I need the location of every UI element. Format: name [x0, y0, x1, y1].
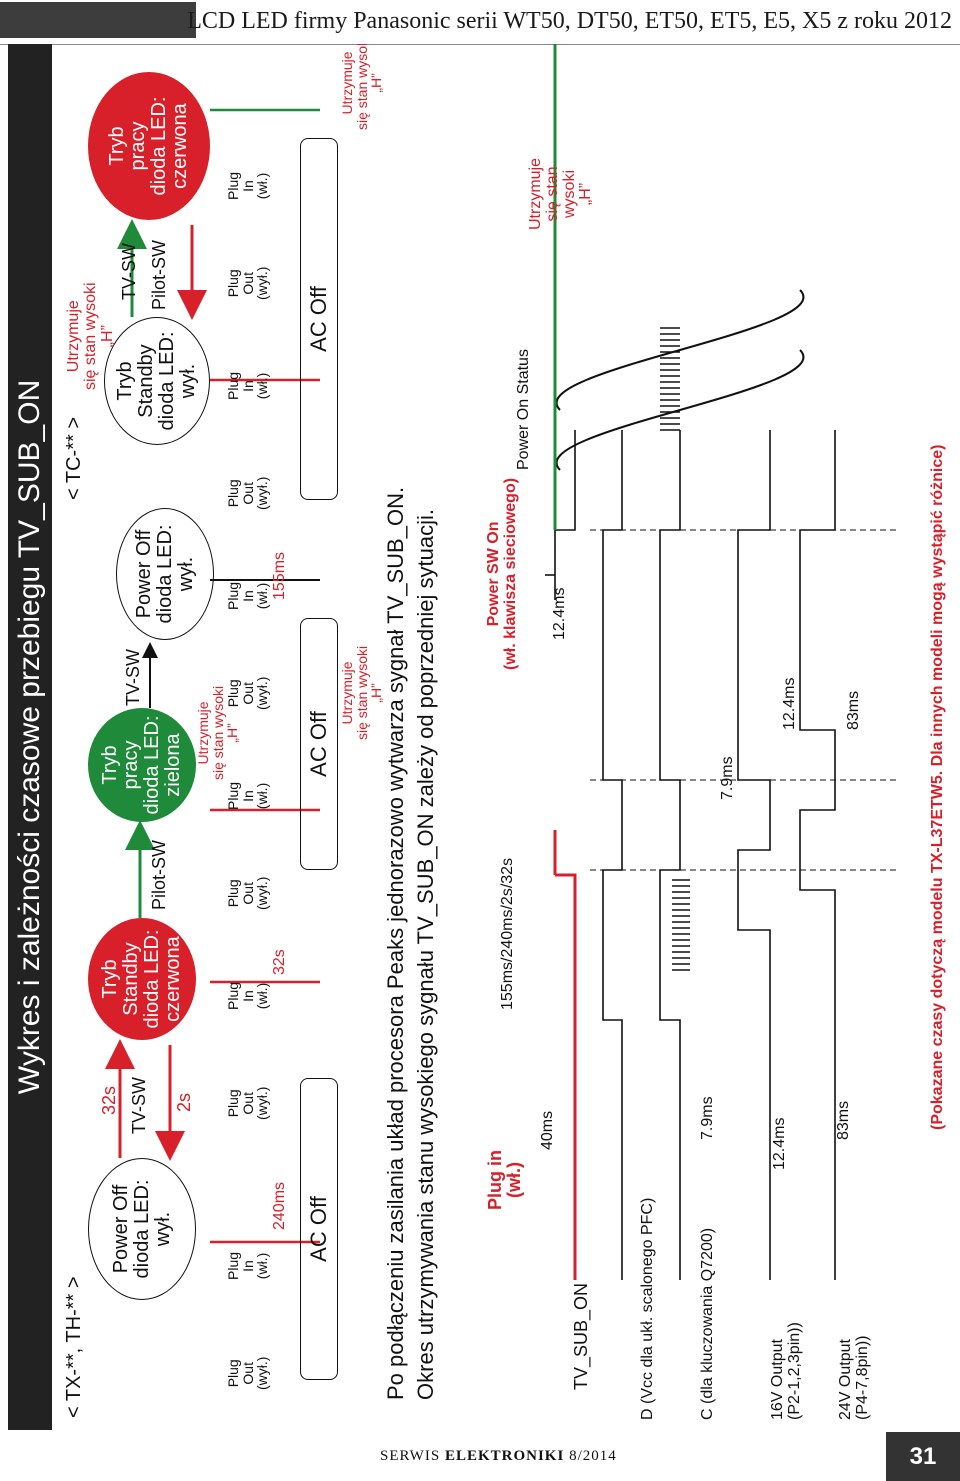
header-title: LCD LED firmy Panasonic serii WT50, DT50…	[187, 8, 952, 34]
timing-note: (Pokazane czasy dotyczą modelu TX-L37ETW…	[929, 444, 946, 1130]
page-header: LCD LED firmy Panasonic serii WT50, DT50…	[0, 0, 960, 45]
t-79b: 7.9ms	[719, 756, 736, 800]
rotated-figure-area: Wykres i zależności czasowe przebiegu TV…	[0, 44, 960, 1430]
label-tv-sw-3: TV-SW	[119, 243, 139, 300]
label-tv-sw-2: TV-SW	[123, 649, 143, 706]
sig-c: C (dla kluczowania Q7200)	[699, 1227, 716, 1420]
t-124b: 12.4ms	[551, 587, 568, 640]
plug-in-label: Plug in(wł.)	[485, 1150, 524, 1210]
paragraph-line-1: Po podłączeniu zasilania układ procesora…	[383, 486, 408, 1400]
seq-label: 155ms/240ms/2s/32s	[499, 857, 516, 1010]
ac-off-box-1: AC Off	[300, 1078, 338, 1380]
label-2s: 2s	[174, 1092, 194, 1112]
sig-tv-sub-on: TV_SUB_ON	[571, 1282, 591, 1390]
ac-off-box-3: AC Off	[300, 138, 338, 500]
plug-timeline	[210, 108, 320, 1244]
label-tv-sw: TV-SW	[129, 1077, 149, 1134]
ac-off-box-2: AC Off	[300, 618, 338, 870]
label-pilot-sw-3: Pilot-SW	[149, 239, 169, 310]
page-footer: SERWIS ELEKTRONIKI 8/2014 31	[0, 1430, 960, 1481]
label-pilot-sw: Pilot-SW	[149, 839, 169, 910]
diagram-lines	[105, 44, 900, 1280]
t-83b: 83ms	[845, 690, 862, 730]
sig-24v: 24V Output(P4-7,8pin))	[837, 1335, 871, 1420]
figure-canvas: Wykres i zależności czasowe przebiegu TV…	[0, 44, 960, 1430]
t-124a: 12.4ms	[771, 1117, 788, 1170]
page-number: 31	[886, 1432, 960, 1481]
power-status-label: Power On Status	[515, 349, 532, 470]
transition-arrows	[105, 219, 207, 1161]
label-32s: 32s	[99, 1085, 119, 1115]
header-strip	[0, 2, 196, 38]
t-155ms: 155ms	[271, 551, 288, 600]
sig-d: D (Vcc dla ukł. scalonego PFC)	[639, 1197, 656, 1420]
t-240ms: 240ms	[271, 1181, 288, 1230]
sig-16v: 16V Output(P2-1,2,3pin))	[769, 1322, 803, 1420]
t-40ms: 40ms	[539, 1110, 556, 1150]
t-83a: 83ms	[835, 1100, 852, 1140]
t-32s: 32s	[271, 949, 288, 975]
t-79a: 7.9ms	[699, 1096, 716, 1140]
timing-waveforms	[545, 44, 900, 1280]
magazine-name: SERWIS ELEKTRONIKI 8/2014	[380, 1448, 617, 1464]
paragraph-line-2: Okres utrzymywania stanu wysokiego sygna…	[413, 509, 438, 1400]
t-124c: 12.4ms	[781, 677, 798, 730]
power-sw-label: Power SW On(wł. klawisza sieciowego)	[485, 477, 519, 670]
